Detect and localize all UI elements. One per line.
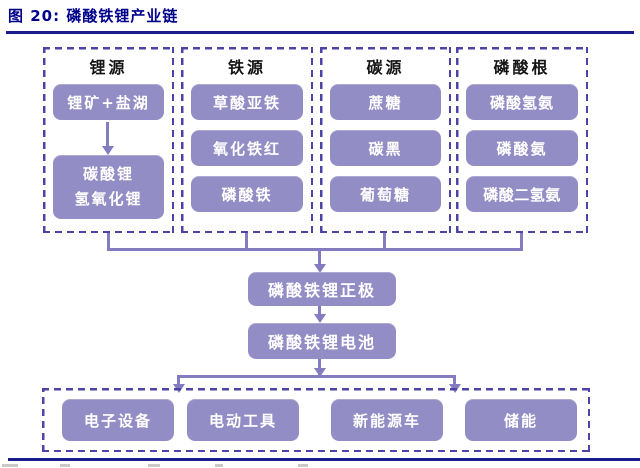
down-arrow-line — [318, 248, 321, 265]
cropped-text-remnant — [215, 464, 223, 467]
column-iron-source: 铁源 草酸亚铁 氧化铁红 磷酸铁 — [181, 47, 313, 233]
column-header: 铁源 — [227, 58, 266, 77]
connector-stub-col4 — [520, 233, 523, 251]
material-box: 锂矿+盐湖 — [53, 84, 164, 120]
column-header: 磷酸根 — [493, 58, 551, 77]
down-arrow-icon — [313, 264, 326, 273]
down-arrow-line — [318, 306, 321, 315]
cropped-text-remnant — [60, 464, 70, 467]
material-box: 碳酸锂 氢氧化锂 — [53, 155, 164, 219]
material-box: 碳黑 — [330, 130, 441, 166]
connector-split-line — [177, 375, 456, 378]
material-box: 葡萄糖 — [330, 176, 441, 212]
down-arrow-line — [318, 359, 321, 376]
cropped-text-remnant — [2, 464, 18, 467]
material-line: 碳酸锂 — [82, 164, 134, 183]
down-arrow-line — [177, 375, 180, 385]
material-line: 氢氧化锂 — [74, 190, 143, 208]
connector-merge-line — [107, 248, 523, 251]
column-phosphate-source: 磷酸根 磷酸氢氨 磷酸氨 磷酸二氢氨 — [456, 47, 588, 233]
down-arrow-icon — [313, 314, 326, 323]
down-arrow-line — [106, 122, 109, 147]
down-arrow-icon — [101, 146, 114, 155]
column-lithium-source: 锂源 锂矿+盐湖 碳酸锂 氢氧化锂 — [43, 47, 174, 233]
cropped-text-remnant — [148, 464, 160, 467]
application-box: 储能 — [465, 399, 577, 441]
material-box: 磷酸氨 — [466, 130, 578, 166]
down-arrow-icon — [313, 368, 326, 377]
down-arrow-line — [453, 375, 456, 385]
figure-title: 图 20: 磷酸铁锂产业链 — [8, 7, 179, 25]
material-box: 磷酸氢氨 — [466, 84, 578, 120]
column-header: 锂源 — [89, 58, 128, 77]
connector-stub-col3 — [383, 233, 386, 251]
material-box: 草酸亚铁 — [191, 84, 303, 120]
bottom-divider-rule — [8, 458, 640, 461]
connector-stub-col1 — [107, 233, 110, 251]
application-box: 电子设备 — [62, 399, 174, 441]
connector-stub-col2 — [245, 233, 248, 251]
material-box: 蔗糖 — [330, 84, 441, 120]
cathode-box: 磷酸铁锂正极 — [248, 272, 396, 306]
application-box: 新能源车 — [331, 399, 443, 441]
material-box: 磷酸二氢氨 — [466, 176, 578, 212]
column-header: 碳源 — [366, 58, 405, 77]
material-box: 氧化铁红 — [191, 130, 303, 166]
top-divider-rule — [6, 31, 634, 34]
cropped-text-remnant — [298, 464, 308, 467]
column-carbon-source: 碳源 蔗糖 碳黑 葡萄糖 — [320, 47, 451, 233]
material-box: 磷酸铁 — [191, 176, 303, 212]
application-box: 电动工具 — [187, 399, 299, 441]
battery-box: 磷酸铁锂电池 — [248, 323, 396, 359]
